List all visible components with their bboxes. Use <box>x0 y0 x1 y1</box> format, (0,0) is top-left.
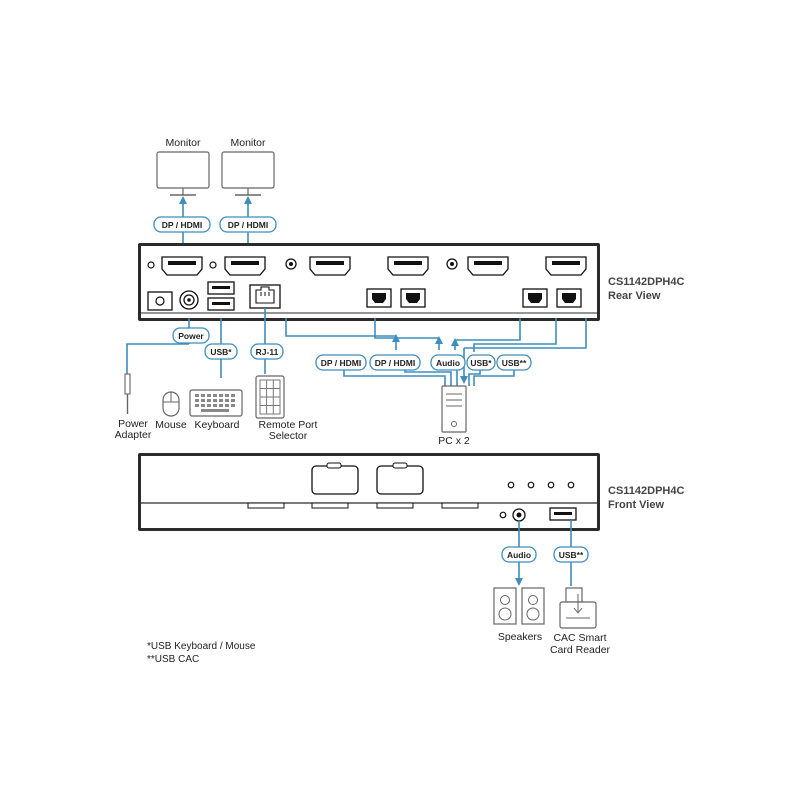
mouse-icon <box>162 391 180 417</box>
usb-a-port <box>207 281 235 311</box>
hdmi-port <box>387 256 429 276</box>
rear-view-label: Rear View <box>608 290 661 302</box>
svg-text:USB**: USB** <box>502 358 527 368</box>
mouse-label: Mouse <box>155 419 187 431</box>
svg-text:USB*: USB* <box>210 347 232 357</box>
remote-port-label: Selector <box>269 430 308 442</box>
audio-jack <box>512 508 526 522</box>
power-adapter-icon <box>124 373 131 414</box>
cable-label-dp-hdmi: DP / HDMI <box>369 354 421 371</box>
svg-text:RJ-11: RJ-11 <box>256 347 279 357</box>
svg-text:DP / HDMI: DP / HDMI <box>228 220 268 230</box>
hdmi-port <box>309 256 351 276</box>
front-unit <box>138 453 600 531</box>
rear-unit <box>138 243 600 321</box>
usb-b-port <box>556 288 582 308</box>
svg-text:Audio: Audio <box>436 358 460 368</box>
keyboard-icon <box>189 389 243 417</box>
usb-a-port <box>549 507 577 521</box>
pc-tower-icon <box>441 385 467 433</box>
keyboard-label: Keyboard <box>195 419 240 431</box>
monitor-label: Monitor <box>165 137 201 149</box>
cable-label-power: Power <box>172 327 210 344</box>
cable-label-rj11: RJ-11 <box>250 343 284 360</box>
power-adapter-label: Power <box>118 418 148 430</box>
cable-label-dp-hdmi: DP / HDMI <box>315 354 367 371</box>
cable-label-dp-hdmi: DP / HDMI <box>153 216 211 233</box>
hdmi-port <box>224 256 266 276</box>
svg-text:Audio: Audio <box>507 550 531 560</box>
svg-text:DP / HDMI: DP / HDMI <box>162 220 202 230</box>
front-model-label: CS1142DPH4C <box>608 485 684 497</box>
card-reader-icon <box>559 587 597 629</box>
svg-text:USB**: USB** <box>559 550 584 560</box>
cable-label-usb: USB* <box>466 354 496 371</box>
monitor-icon <box>156 151 210 196</box>
usb-b-port <box>366 288 392 308</box>
footnote-usb-cac: **USB CAC <box>147 654 199 665</box>
rj11-port <box>249 284 281 309</box>
card-reader-label: Card Reader <box>550 644 611 656</box>
power-adapter-label: Adapter <box>115 429 152 441</box>
pc-label: PC x 2 <box>438 435 470 447</box>
cable-label-audio: Audio <box>501 546 537 563</box>
speakers-label: Speakers <box>498 631 542 643</box>
rear-model-label: CS1142DPH4C <box>608 276 684 288</box>
power-socket <box>179 290 199 310</box>
svg-text:DP / HDMI: DP / HDMI <box>321 358 361 368</box>
hdmi-port <box>545 256 587 276</box>
port-selector-button <box>311 462 359 495</box>
usb-b-port <box>400 288 426 308</box>
front-view-label: Front View <box>608 499 664 511</box>
cable-label-usb: USB* <box>204 343 238 360</box>
card-reader-label: CAC Smart <box>553 632 606 644</box>
speakers-icon <box>493 587 545 625</box>
power-jack <box>147 291 173 311</box>
hdmi-port <box>161 256 203 276</box>
svg-text:DP / HDMI: DP / HDMI <box>375 358 415 368</box>
remote-port-selector-icon <box>255 375 285 419</box>
cable-label-usb-cac: USB** <box>553 546 589 563</box>
cable-label-dp-hdmi: DP / HDMI <box>219 216 277 233</box>
monitor-label: Monitor <box>230 137 266 149</box>
port-selector-button <box>376 462 424 495</box>
svg-text:Power: Power <box>178 331 204 341</box>
monitor-icon <box>221 151 275 196</box>
cable-label-usb-cac: USB** <box>496 354 532 371</box>
cable-label-audio: Audio <box>430 354 466 371</box>
footnote-usb-keyboard: *USB Keyboard / Mouse <box>147 641 256 652</box>
usb-b-port <box>522 288 548 308</box>
hdmi-port <box>467 256 509 276</box>
svg-text:USB*: USB* <box>470 358 492 368</box>
remote-port-label: Remote Port <box>259 419 318 431</box>
